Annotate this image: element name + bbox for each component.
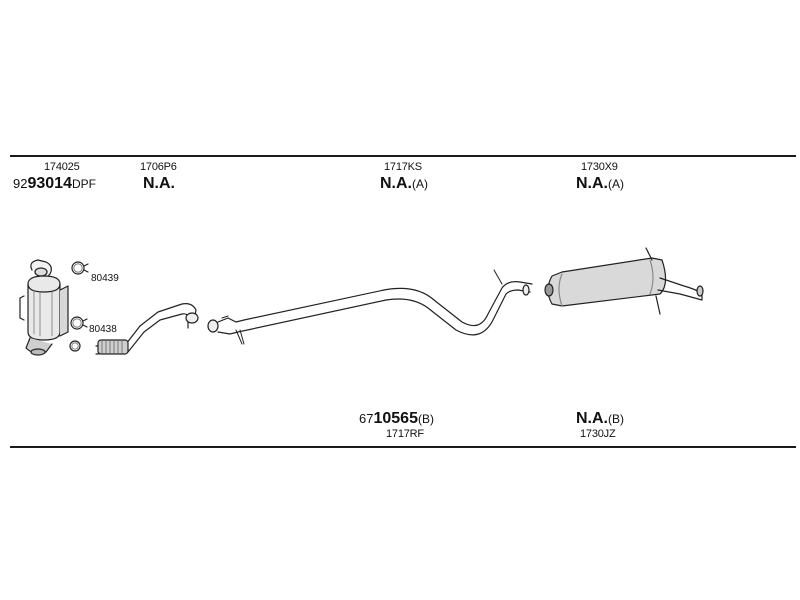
front-pipe-status: N.A. bbox=[143, 175, 175, 193]
dpf-code: 174025 bbox=[44, 161, 80, 173]
middle-pipe-status-suffix: (A) bbox=[412, 177, 428, 191]
dpf-part-suffix: DPF bbox=[71, 177, 96, 191]
front-pipe-code: 1706P6 bbox=[140, 161, 177, 173]
front-pipe-status-text: N.A. bbox=[143, 175, 175, 192]
dpf-filter-drawing[interactable] bbox=[19, 259, 69, 356]
rear-silencer-drawing[interactable] bbox=[544, 247, 704, 315]
clamp-80438-drawing[interactable] bbox=[70, 316, 88, 330]
middle-pipe-alt-code: 1717RF bbox=[386, 428, 424, 440]
middle-pipe-status-text: N.A. bbox=[380, 175, 412, 192]
dpf-part-main: 93014 bbox=[27, 175, 72, 192]
middle-pipe-alt-main: 10565 bbox=[373, 410, 418, 427]
middle-pipe-alt-part-number[interactable]: 6710565(B) bbox=[359, 410, 434, 428]
dpf-part-number[interactable]: 9293014DPF bbox=[13, 175, 96, 193]
clamp-80439-drawing[interactable] bbox=[71, 261, 89, 275]
clamp-small-drawing bbox=[69, 340, 81, 352]
dpf-part-prefix: 92 bbox=[13, 176, 28, 191]
rear-silencer-alt-status-text: N.A. bbox=[576, 410, 608, 427]
bottom-divider-line bbox=[10, 446, 796, 448]
rear-silencer-alt-status-suffix: (B) bbox=[608, 412, 624, 426]
rear-silencer-status: N.A.(A) bbox=[576, 175, 624, 193]
middle-pipe-alt-prefix: 67 bbox=[359, 411, 374, 426]
middle-pipe-status: N.A.(A) bbox=[380, 175, 428, 193]
middle-pipe-drawing[interactable] bbox=[207, 269, 533, 345]
clamp-80439-label: 80439 bbox=[91, 273, 119, 284]
rear-silencer-alt-code: 1730JZ bbox=[580, 428, 616, 440]
middle-pipe-code: 1717KS bbox=[384, 161, 422, 173]
clamp-80438-label: 80438 bbox=[89, 324, 117, 335]
middle-pipe-alt-suffix: (B) bbox=[417, 412, 434, 426]
rear-silencer-status-text: N.A. bbox=[576, 175, 608, 192]
front-pipe-drawing[interactable] bbox=[95, 303, 199, 355]
rear-silencer-alt-status: N.A.(B) bbox=[576, 410, 624, 428]
rear-silencer-code: 1730X9 bbox=[581, 161, 618, 173]
rear-silencer-status-suffix: (A) bbox=[608, 177, 624, 191]
top-divider-line bbox=[10, 155, 796, 157]
